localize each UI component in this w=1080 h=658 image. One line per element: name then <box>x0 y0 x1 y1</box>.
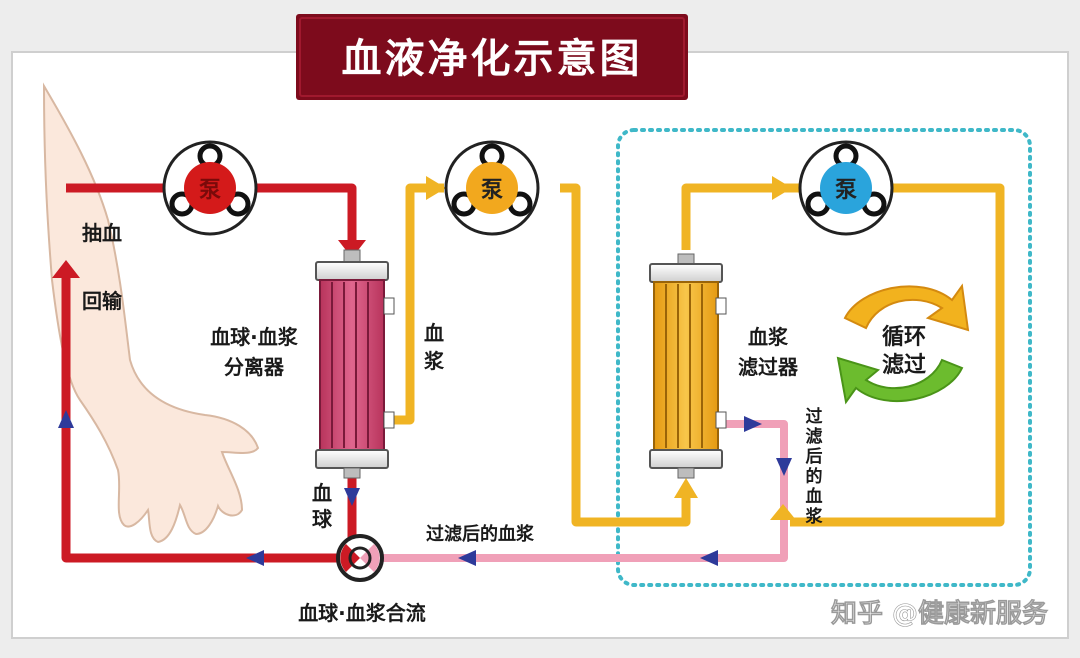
arrow-left-blue <box>246 550 264 566</box>
merge-junction <box>336 534 384 582</box>
arrow-left-blue-2 <box>458 550 476 566</box>
arrow-up-blue <box>58 410 74 428</box>
filter-cycle-dashed-box <box>616 128 1032 587</box>
arm-illustration <box>42 82 260 544</box>
label-fpv-1: 过 <box>806 407 823 427</box>
arrow-right-yellow <box>426 176 446 200</box>
diagram-title: 血液净化示意图 <box>342 36 643 82</box>
pump-red: 泵 <box>162 140 258 236</box>
arrow-down-blue-2 <box>776 458 792 476</box>
title-bar: 血液净化示意图 <box>296 14 688 100</box>
label-merge: 血球·血浆合流 <box>298 601 426 625</box>
label-blood-cells-v1: 血 <box>312 481 332 505</box>
label-fpv-6: 浆 <box>806 506 824 527</box>
flow-arrows <box>52 176 796 566</box>
cycle-label-1: 循环 <box>882 324 926 350</box>
arrow-up-yellow-2 <box>770 504 796 520</box>
arrow-right-yellow-2 <box>772 176 792 200</box>
cycle-label-2: 滤过 <box>882 353 926 378</box>
label-plasma-v2: 浆 <box>423 349 445 373</box>
arrow-down-red <box>338 240 366 258</box>
label-fpv-3: 后 <box>806 447 823 467</box>
label-fpv-5: 血 <box>806 486 823 507</box>
plasma-filter-device <box>649 253 727 479</box>
pump-blue: 泵 <box>798 140 894 236</box>
arrow-up-yellow <box>674 478 698 498</box>
pump-orange-label: 泵 <box>481 178 503 203</box>
label-separator-2: 分离器 <box>224 355 285 379</box>
label-fpv-4: 的 <box>806 466 823 487</box>
pump-orange: 泵 <box>444 140 540 236</box>
arrow-right-blue <box>744 416 762 432</box>
label-filtered-plasma-horizontal: 过滤后的血浆 <box>426 523 535 545</box>
cycle-filter-icon: 循环 滤过 <box>836 283 970 405</box>
arrow-left-blue-3 <box>700 550 718 566</box>
pump-red-label: 泵 <box>199 178 221 203</box>
label-plasma-v1: 血 <box>424 321 444 345</box>
label-filter-2: 滤过器 <box>738 355 799 379</box>
arrow-down-blue <box>344 488 360 506</box>
label-separator-1: 血球·血浆 <box>210 325 299 349</box>
watermark: 知乎 @健康新服务 <box>831 598 1048 629</box>
pump-blue-label: 泵 <box>835 178 857 203</box>
label-filtered-plasma-vertical: 过 滤 后 的 血 浆 <box>806 407 824 527</box>
label-return-blood: 回输 <box>82 289 123 313</box>
label-draw-blood: 抽血 <box>82 221 122 245</box>
label-blood-cells-v2: 球 <box>312 507 333 531</box>
arrow-up-red <box>52 260 80 278</box>
label-fpv-2: 滤 <box>806 426 823 447</box>
label-filter-1: 血浆 <box>748 325 789 349</box>
separator-device <box>315 249 395 479</box>
